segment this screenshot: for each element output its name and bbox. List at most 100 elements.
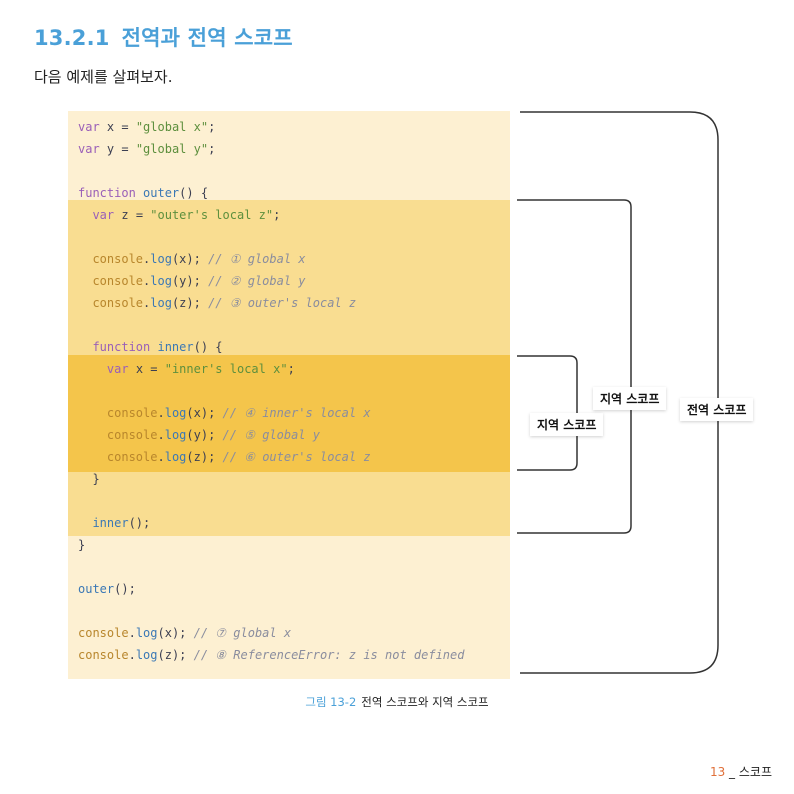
string-literal: "outer's local z" [150,208,274,222]
console-object: console [106,450,158,464]
string-literal: "global x" [135,120,209,134]
code-text: (y); [171,274,209,288]
code-line: var x = "inner's local x"; [78,358,464,380]
console-object: console [78,648,129,662]
function-name: outer [143,186,180,200]
code-line: var z = "outer's local z"; [78,204,464,226]
code-text: () { [193,340,223,354]
function-name: log [164,450,187,464]
code-text: z = [121,208,151,222]
code-line: console.log(x); // ① global x [78,248,464,270]
code-text: (x); [157,626,194,640]
code-line: console.log(x); // ④ inner's local x [78,402,464,424]
code-line: } [78,534,464,556]
inner-scope-band [68,355,510,472]
code-text: (x); [186,406,223,420]
page-footer: 13 _ 스코프 [710,763,772,780]
keyword: function [78,186,136,200]
function-name: log [150,252,172,266]
code-text: (z); [171,296,209,310]
code-line: console.log(z); // ③ outer's local z [78,292,464,314]
inner-scope-label: 지역 스코프 [530,413,604,436]
outer-scope-bracket [517,199,632,534]
console-object: console [106,406,158,420]
section-heading: 13.2.1 전역과 전역 스코프 [34,22,293,52]
function-name: inner [92,516,129,530]
comment: // ② global y [208,274,306,288]
chapter-name: 스코프 [738,765,772,779]
code-text: ; [208,120,216,134]
code-text: ; [273,208,281,222]
console-object: console [92,252,144,266]
code-line: console.log(y); // ⑤ global y [78,424,464,446]
code-text: . [157,406,165,420]
code-text: } [78,472,100,486]
comment: // ① global x [208,252,306,266]
code-text: () { [179,186,209,200]
figure-caption-text: 전역 스코프와 지역 스코프 [361,695,489,709]
code-line: inner(); [78,512,464,534]
code-line: function outer() { [78,182,464,204]
console-object: console [106,428,158,442]
code-text: . [128,648,136,662]
code-text: (y); [186,428,223,442]
function-name: log [164,406,187,420]
code-text: (); [128,516,151,530]
figure-caption: 그림 13-2 전역 스코프와 지역 스코프 [0,694,794,710]
outer-scope-label: 지역 스코프 [593,387,667,410]
code-text: . [143,274,151,288]
function-name: log [150,274,172,288]
code-text: . [143,296,151,310]
code-text: . [157,450,165,464]
code-block: var x = "global x";var y = "global y";fu… [78,116,464,666]
code-text: x = [135,362,165,376]
intro-text: 다음 예제를 살펴보자. [34,68,173,86]
figure-number: 그림 13-2 [305,695,357,709]
comment: // ⑧ ReferenceError: z is not defined [193,648,465,662]
keyword: var [106,362,129,376]
footer-separator: _ [725,765,739,779]
comment: // ④ inner's local x [222,406,371,420]
code-line: console.log(y); // ② global y [78,270,464,292]
keyword: var [78,120,100,134]
comment: // ⑥ outer's local z [222,450,371,464]
comment: // ⑤ global y [222,428,320,442]
code-text: ; [287,362,295,376]
string-literal: "inner's local x" [164,362,288,376]
code-text: . [128,626,136,640]
console-object: console [92,274,144,288]
function-name: log [135,626,158,640]
code-text: x = [106,120,136,134]
keyword: function [92,340,151,354]
keyword: var [78,142,100,156]
console-object: console [92,296,144,310]
page-number: 13 [709,765,726,779]
code-text: . [157,428,165,442]
code-text: (x); [171,252,209,266]
code-text: (z); [186,450,223,464]
code-text: } [78,538,86,552]
global-scope-bracket [520,111,719,674]
section-number: 13.2.1 [34,26,110,50]
global-scope-label: 전역 스코프 [680,398,754,421]
comment: // ③ outer's local z [208,296,357,310]
function-name: inner [157,340,194,354]
function-name: log [135,648,158,662]
code-line: console.log(z); // ⑥ outer's local z [78,446,464,468]
function-name: outer [78,582,115,596]
code-line: var y = "global y"; [78,138,464,160]
code-line: function inner() { [78,336,464,358]
code-line: } [78,468,464,490]
code-text: (); [114,582,136,596]
code-line: console.log(x); // ⑦ global x [78,622,464,644]
console-object: console [78,626,129,640]
comment: // ⑦ global x [193,626,292,640]
code-text: (z); [157,648,194,662]
code-text: ; [208,142,216,156]
section-title: 전역과 전역 스코프 [121,26,293,50]
function-name: log [150,296,172,310]
function-name: log [164,428,187,442]
code-line: var x = "global x"; [78,116,464,138]
string-literal: "global y" [135,142,209,156]
